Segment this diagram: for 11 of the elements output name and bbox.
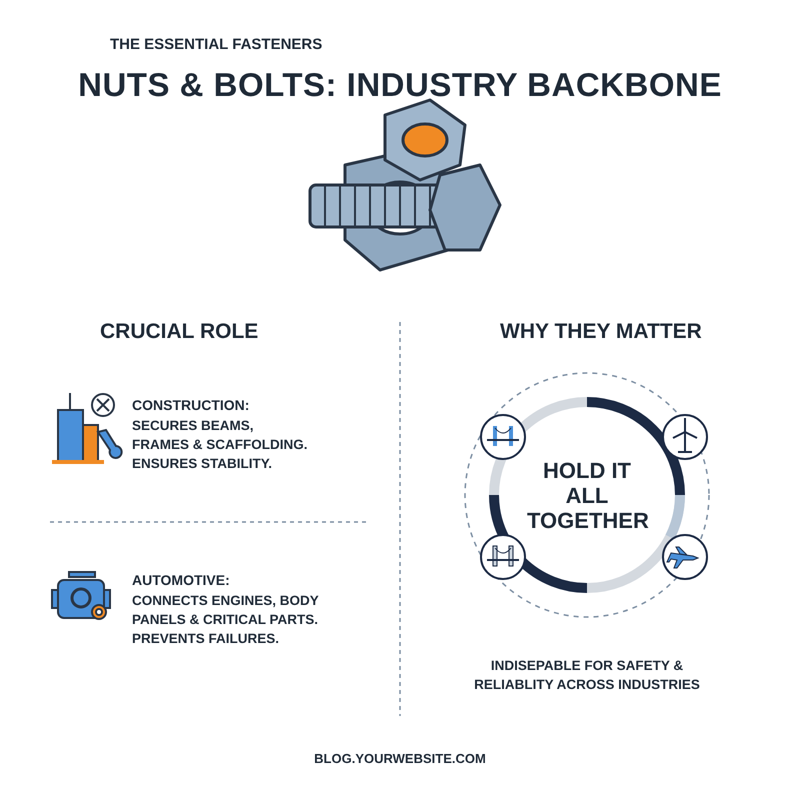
section-heading: CRUCIAL ROLE xyxy=(100,320,258,344)
item-heading: CONSTRUCTION: xyxy=(132,397,250,413)
item-description: CONNECTS ENGINES, BODY PANELS & CRITICAL PARTS. PREVENTS FAILURES. xyxy=(132,592,320,648)
item-description: SECURES BEAMS, FRAMES & SCAFFOLDING. ENSURES STABILITY. xyxy=(132,417,308,473)
item-heading: AUTOMOTIVE: xyxy=(132,572,230,588)
section-heading: WHY THEY MATTER xyxy=(500,320,702,344)
subtitle: THE ESSENTIAL FASTENERS xyxy=(110,36,322,53)
website-address: BLOG.YOURWEBSITE.COM xyxy=(313,751,487,766)
title: NUTS & BOLTS: INDUSTRY BACKBONE xyxy=(77,66,723,104)
center-text: HOLD IT ALL TOGETHER xyxy=(527,458,647,532)
summary-text: INDISEPABLE FOR SAFETY & RELIABLITY ACROSS INDUSTRIES xyxy=(473,657,701,694)
